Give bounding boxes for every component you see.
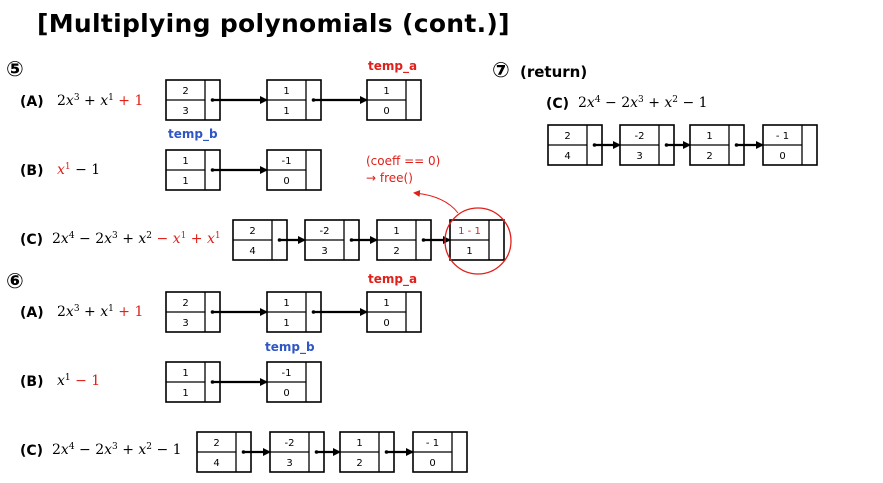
temp-b-label-5: temp_b — [168, 127, 218, 141]
node-exp: 4 — [213, 458, 219, 469]
node-coef: 1 — [706, 131, 712, 142]
temp-b-label-6: temp_b — [265, 340, 315, 354]
node-coef: -2 — [285, 438, 295, 449]
list-node: 23 — [165, 291, 221, 333]
list-node: 10 — [366, 291, 422, 333]
node-coef: - 1 — [426, 438, 439, 449]
node-exp: 3 — [182, 106, 188, 117]
node-exp: 0 — [383, 318, 389, 329]
node-exp: 2 — [706, 151, 712, 162]
node-exp: 0 — [429, 458, 435, 469]
node-coef: 1 - 1 — [458, 226, 481, 237]
step-6-marker: ⑥ — [6, 269, 24, 293]
node-exp: 1 — [466, 246, 472, 257]
node-exp: 0 — [283, 388, 289, 399]
list-node: - 1 0 — [412, 431, 468, 473]
node-exp: 1 — [283, 106, 289, 117]
linked-list: 2 4 -2 3 1 2 - 1 0 — [547, 124, 818, 166]
node-exp: 3 — [286, 458, 292, 469]
list-node: -2 3 — [269, 431, 325, 473]
node-coef: 2 — [182, 86, 188, 97]
node-coef: 1 — [383, 86, 389, 97]
node-exp: 1 — [182, 388, 188, 399]
expr-6b: x1 − 1 — [57, 373, 101, 389]
node-coef: 1 — [393, 226, 399, 237]
node-exp: 3 — [182, 318, 188, 329]
linked-list: 2 4 -2 3 1 2 - 1 0 — [196, 431, 468, 473]
step-5-marker: ⑤ — [6, 57, 24, 81]
temp-a-label-6: temp_a — [368, 272, 418, 286]
node-exp: 2 — [393, 246, 399, 257]
list-node: 1 - 1 1 — [449, 219, 505, 261]
free-note-line2: → free() — [366, 171, 413, 185]
node-coef: 1 — [182, 156, 188, 167]
node-exp: 3 — [636, 151, 642, 162]
row-label-6a: (A) — [20, 305, 44, 321]
node-exp: 2 — [356, 458, 362, 469]
expr-6a: 2x3 + x1 + 1 — [57, 304, 144, 320]
node-coef: 1 — [182, 368, 188, 379]
node-coef: 1 — [356, 438, 362, 449]
expr-7c: 2x4 − 2x3 + x2 − 1 — [578, 95, 708, 111]
row-label-6b: (B) — [20, 374, 44, 390]
list-node: -1 0 — [266, 361, 322, 403]
page-title: [Multiplying polynomials (cont.)] — [37, 9, 510, 38]
node-exp: 0 — [383, 106, 389, 117]
row-label-5b: (B) — [20, 163, 44, 179]
free-note: (coeff == 0) → free() — [366, 153, 440, 187]
node-coef: 1 — [283, 298, 289, 309]
linked-list: 1 1 -1 0 — [165, 149, 322, 191]
expr-6c: 2x4 − 2x3 + x2 − 1 — [52, 442, 182, 458]
return-label: (return) — [520, 63, 588, 81]
node-coef: 2 — [564, 131, 570, 142]
node-coef: 1 — [383, 298, 389, 309]
node-coef: -2 — [320, 226, 330, 237]
free-note-line1: (coeff == 0) — [366, 154, 441, 168]
node-coef: 2 — [213, 438, 219, 449]
row-label-5c: (C) — [20, 232, 44, 248]
row-label-6c: (C) — [20, 443, 44, 459]
linked-list: 2 4 -2 3 1 2 1 - 1 1 — [232, 219, 505, 261]
node-exp: 4 — [249, 246, 255, 257]
list-node: -1 0 — [266, 149, 322, 191]
expr-5b: x1 − 1 — [57, 162, 101, 178]
free-note-arrow — [413, 190, 459, 214]
expr-5a: 2x3 + x1 + 1 — [57, 93, 144, 109]
row-label-5a: (A) — [20, 94, 44, 110]
expr-5c: 2x4 − 2x3 + x2 − x1 + x1 — [52, 231, 221, 247]
node-exp: 4 — [564, 151, 570, 162]
node-exp: 3 — [321, 246, 327, 257]
node-coef: -2 — [635, 131, 645, 142]
node-coef: 2 — [249, 226, 255, 237]
temp-a-label-5: temp_a — [368, 59, 418, 73]
node-coef: -1 — [282, 156, 292, 167]
node-exp: 1 — [283, 318, 289, 329]
list-node: - 1 0 — [762, 124, 818, 166]
list-node: 10 — [366, 79, 422, 121]
row-label-7c: (C) — [546, 96, 570, 112]
node-exp: 1 — [182, 176, 188, 187]
node-exp: 0 — [283, 176, 289, 187]
node-coef: - 1 — [776, 131, 789, 142]
step-7-marker: ⑦ — [492, 58, 510, 82]
node-coef: 1 — [283, 86, 289, 97]
node-exp: 0 — [779, 151, 785, 162]
freed-node-highlight — [444, 207, 512, 275]
linked-list: 1 1 -1 0 — [165, 361, 322, 403]
node-coef: 2 — [182, 298, 188, 309]
node-coef: -1 — [282, 368, 292, 379]
